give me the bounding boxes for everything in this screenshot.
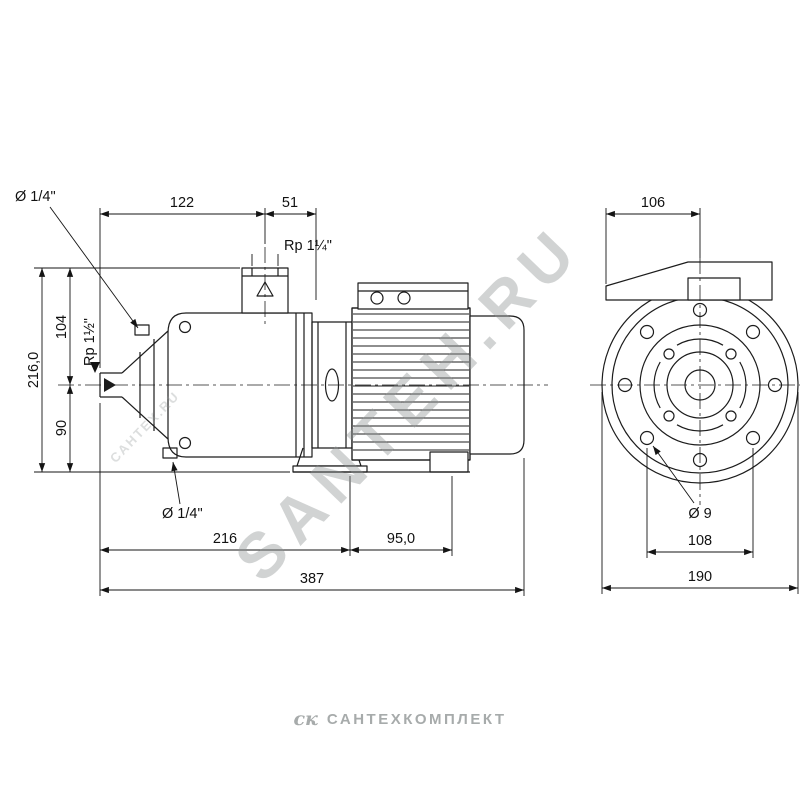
dim-108-label: 108 (688, 533, 712, 549)
small-hole (663, 410, 675, 422)
motor-foot (293, 451, 470, 473)
motor-body (351, 307, 471, 461)
fill-plug (134, 324, 150, 336)
cable-gland (397, 291, 411, 305)
dim-95-label: 95,0 (387, 531, 415, 547)
dim-104-label: 104 (54, 315, 70, 339)
front-view-dimensions: 106 Ø 9 108 190 (601, 195, 799, 594)
hole-diameter-label: Ø 9 (688, 506, 711, 522)
watermark-small: САНТЕХ.RU (107, 388, 183, 466)
bolt-hole (639, 324, 655, 340)
bolt-hole (745, 324, 761, 340)
suction-port-label: Rp 1½" (82, 318, 98, 366)
dim-51-label: 51 (282, 195, 298, 211)
dim-190-label: 190 (688, 569, 712, 585)
dim-122-label: 122 (170, 195, 194, 211)
fill-port-label: Ø 1/4" (15, 189, 56, 205)
small-hole (725, 348, 737, 360)
brand-name: САНТЕХКОМПЛЕКТ (326, 710, 507, 728)
dim-216-0-label: 216,0 (26, 352, 42, 388)
small-hole (663, 348, 675, 360)
terminal-box (357, 282, 469, 310)
bolt-hole (745, 430, 761, 446)
bolt-hole (639, 430, 655, 446)
small-hole (725, 410, 737, 422)
dim-216-label: 216 (213, 531, 237, 547)
footer-watermark: ск САНТЕХКОМПЛЕКТ (0, 708, 800, 730)
side-view-dimensions: 122 51 Ø 1/4" Rp 1¼" 216,0 104 90 Rp 1½"… (15, 189, 525, 596)
centerlines (58, 247, 800, 505)
drain-port-label: Ø 1/4" (162, 506, 203, 522)
discharge-port-label: Rp 1¼" (284, 238, 332, 254)
brand-logo-icon: ск (293, 708, 318, 730)
cable-gland (370, 291, 384, 305)
front-terminal-box (605, 261, 773, 301)
dim-106-label: 106 (641, 195, 665, 211)
dim-90-label: 90 (54, 420, 70, 436)
dim-387-label: 387 (300, 571, 324, 587)
